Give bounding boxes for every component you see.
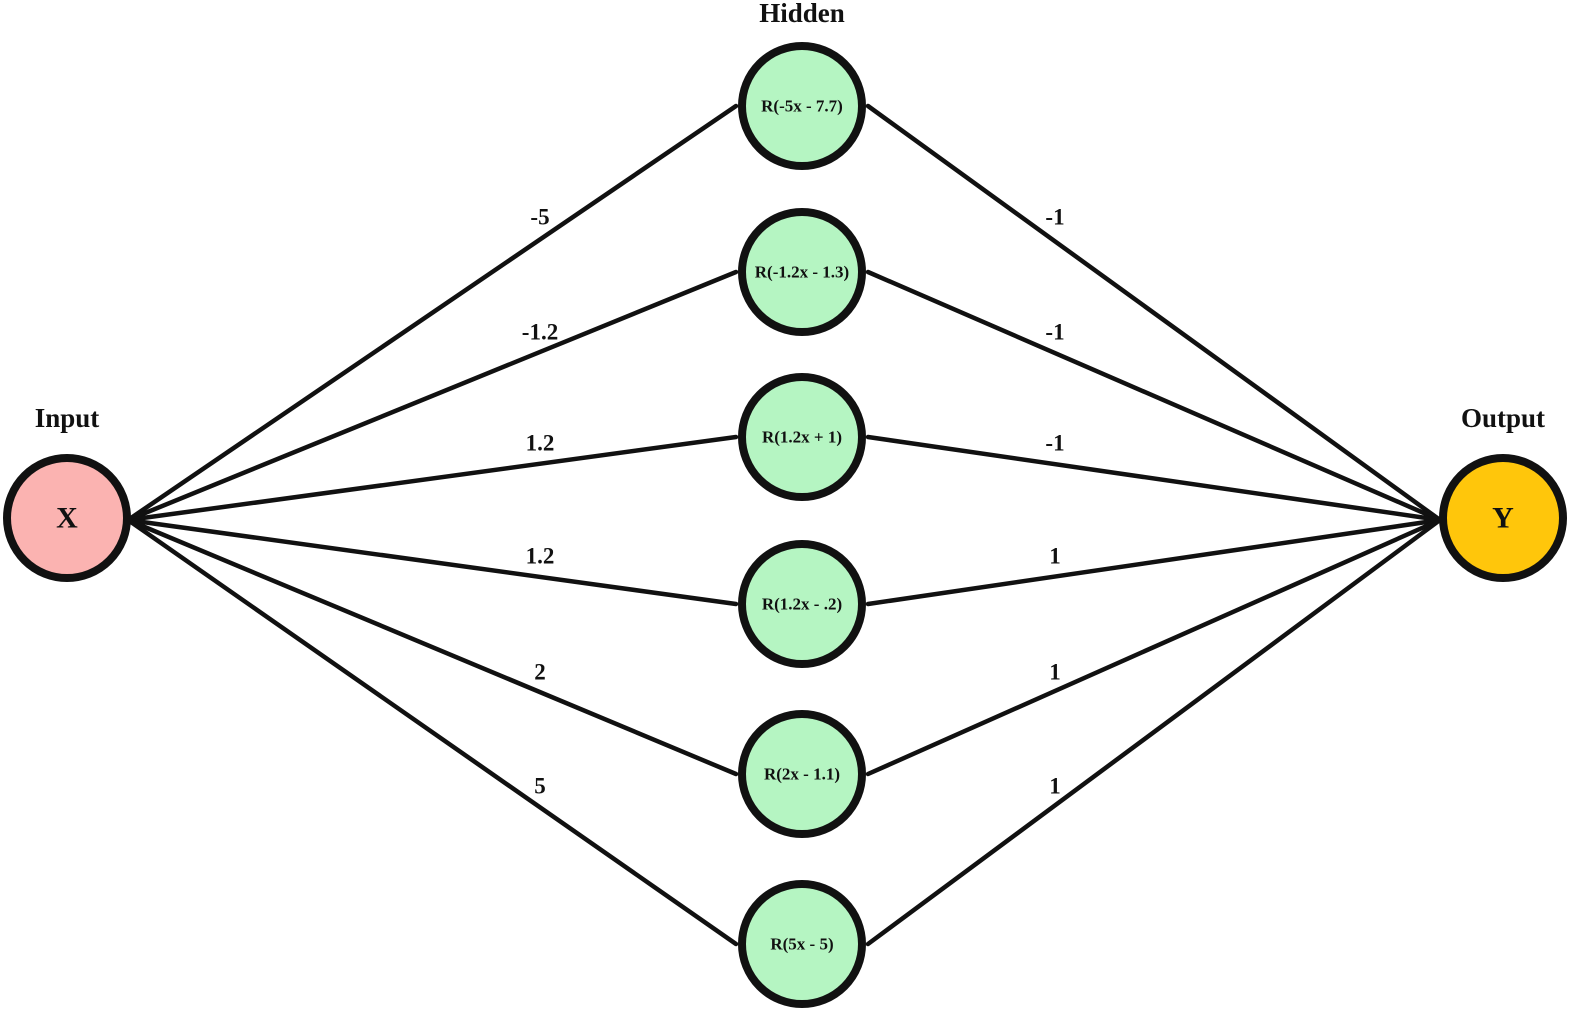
weight-input-hidden-3: 1.2 (526, 431, 555, 456)
hidden-node-3-circle (738, 373, 866, 501)
hidden-node-2-label: R(-1.2x - 1.3) (755, 263, 849, 282)
weight-labels-group: -5 -1 -1.2 -1 1.2 -1 1.2 1 2 1 5 1 (522, 205, 1065, 799)
edges-group (125, 103, 1443, 947)
weight-input-hidden-4: 1.2 (526, 544, 555, 569)
hidden-node-6: R(5x - 5) (738, 880, 866, 1008)
input-node: X (3, 454, 131, 582)
weight-hidden-output-5: 1 (1049, 660, 1061, 685)
hidden-node-5-circle (738, 710, 866, 838)
weight-input-hidden-1: -5 (530, 205, 549, 230)
hidden-node-1: R(-5x - 7.7) (738, 42, 866, 170)
input-layer-title: Input (35, 403, 100, 433)
edge-hidden-1-to-output (865, 103, 1443, 523)
hidden-node-5-label: R(2x - 1.1) (764, 765, 840, 784)
weight-hidden-output-3: -1 (1045, 431, 1064, 456)
input-node-circle (3, 454, 131, 582)
hidden-node-6-circle (738, 880, 866, 1008)
edge-hidden-3-to-output (865, 434, 1443, 523)
weight-hidden-output-2: -1 (1045, 320, 1064, 345)
input-node-label: X (56, 502, 78, 535)
output-node-circle (1439, 454, 1567, 582)
edge-hidden-6-to-output (865, 517, 1443, 947)
edge-hidden-5-to-output (865, 517, 1443, 777)
weight-input-hidden-2: -1.2 (522, 320, 558, 345)
edge-input-to-hidden-5 (125, 517, 739, 777)
hidden-node-3-label: R(1.2x + 1) (762, 428, 842, 447)
weight-hidden-output-4: 1 (1049, 544, 1061, 569)
weight-hidden-output-1: -1 (1045, 205, 1064, 230)
edge-hidden-4-to-output (865, 517, 1443, 607)
edge-input-to-hidden-2 (125, 269, 739, 523)
hidden-layer-title: Hidden (759, 0, 845, 28)
hidden-node-4-circle (738, 540, 866, 668)
weight-hidden-output-6: 1 (1049, 774, 1061, 799)
output-layer-title: Output (1461, 403, 1545, 433)
edge-hidden-2-to-output (865, 269, 1443, 523)
hidden-node-2-circle (738, 208, 866, 336)
hidden-node-3: R(1.2x + 1) (738, 373, 866, 501)
output-node: Y (1439, 454, 1567, 582)
hidden-node-1-circle (738, 42, 866, 170)
hidden-nodes-group: R(-5x - 7.7) R(-1.2x - 1.3) R(1.2x + 1) R(1… (738, 42, 866, 1008)
hidden-node-5: R(2x - 1.1) (738, 710, 866, 838)
weight-input-hidden-6: 5 (534, 774, 546, 799)
hidden-node-4-label: R(1.2x - .2) (762, 595, 842, 614)
hidden-node-6-label: R(5x - 5) (770, 935, 833, 954)
output-node-label: Y (1492, 502, 1514, 535)
hidden-node-2: R(-1.2x - 1.3) (738, 208, 866, 336)
edge-input-to-hidden-3 (125, 434, 739, 523)
hidden-node-4: R(1.2x - .2) (738, 540, 866, 668)
edge-input-to-hidden-6 (125, 517, 739, 947)
weight-input-hidden-5: 2 (534, 660, 546, 685)
hidden-node-1-label: R(-5x - 7.7) (761, 97, 843, 116)
edge-input-to-hidden-4 (125, 517, 739, 607)
edge-input-to-hidden-1 (125, 103, 739, 523)
